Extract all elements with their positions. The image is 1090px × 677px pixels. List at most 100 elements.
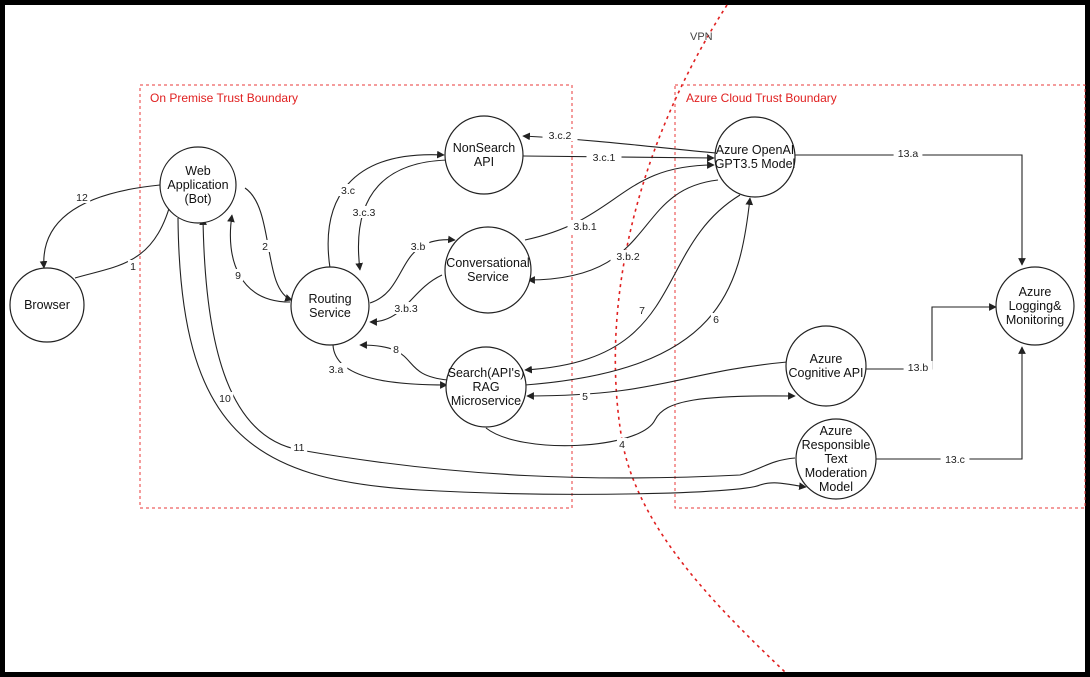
node-label-line: Web — [185, 164, 211, 178]
canvas-background — [5, 5, 1085, 672]
node-label-line: Service — [467, 270, 509, 284]
node-label-line: Routing — [308, 292, 351, 306]
edge-10 — [177, 217, 807, 495]
edge-label-background — [610, 250, 646, 262]
node-circle — [290, 266, 370, 346]
edge-11 — [199, 217, 796, 479]
edge-13c — [876, 346, 1026, 460]
edge-label-6: 6 — [710, 313, 722, 326]
node-label-line: GPT3.5 Model — [715, 157, 796, 171]
node-circle — [445, 346, 527, 428]
edge-label-3c1: 3.c.1 — [586, 151, 622, 164]
node-label-line: Azure — [1019, 285, 1052, 299]
edge-label-background — [346, 206, 382, 218]
edge-label-background — [586, 151, 622, 163]
edge-label-text: 13.b — [908, 362, 929, 374]
vpn-boundary-line — [614, 4, 786, 673]
edge-13a — [795, 154, 1026, 266]
edge-3c3 — [355, 159, 448, 271]
edge-1 — [74, 197, 175, 279]
edge-label-3c3: 3.c.3 — [346, 206, 382, 219]
vpn-label: VPN — [690, 31, 713, 43]
node-label-line: (Bot) — [184, 192, 211, 206]
on-premise-boundary — [139, 84, 573, 509]
edge-label-background — [216, 392, 234, 404]
edge-label-7: 7 — [636, 304, 648, 317]
node-circle — [444, 115, 524, 195]
node-label-line: Search(API's) — [448, 366, 525, 380]
azure-cloud-boundary — [674, 84, 1086, 509]
edge-label-4: 4 — [616, 438, 628, 451]
edge-label-text: 3.b — [411, 241, 426, 253]
nodes: BrowserWebApplication(Bot)RoutingService… — [9, 115, 1075, 500]
edge-label-text: 13.a — [898, 148, 919, 160]
edge-label-text: 10 — [219, 393, 231, 405]
edge-3b — [369, 235, 456, 304]
node-label-line: Model — [819, 480, 853, 494]
edge-label-background — [127, 260, 139, 272]
edge-labels: 123.a3.b3.b.13.b.23.b.33.c3.c.13.c.23.c.… — [73, 129, 970, 466]
edge-label-background — [542, 129, 578, 141]
edge-label-3a: 3.a — [324, 363, 348, 376]
node-label-line: Responsible — [802, 438, 871, 452]
edge-label-text: 4 — [619, 439, 625, 451]
edge-8 — [359, 341, 449, 381]
edge-label-background — [636, 304, 648, 316]
edge-label-background — [406, 240, 430, 252]
edge-label-3c2: 3.c.2 — [542, 129, 578, 142]
node-label-line: Microservice — [451, 394, 521, 408]
node-circle — [795, 418, 877, 500]
edge-label-text: 11 — [294, 442, 305, 454]
edge-label-3b2: 3.b.2 — [610, 250, 646, 263]
edge-label-3b1: 3.b.1 — [567, 220, 603, 233]
edge-label-background — [232, 269, 244, 281]
edge-label-background — [710, 313, 722, 325]
edge-label-background — [336, 184, 360, 196]
edge-label-text: 2 — [262, 241, 268, 253]
node-circle — [444, 226, 532, 314]
edge-label-background — [290, 441, 308, 453]
edge-label-background — [259, 240, 271, 252]
edge-label-text: 3.c.2 — [549, 130, 572, 142]
node-circle — [9, 267, 85, 343]
edge-label-background — [567, 220, 603, 232]
edge-label-5: 5 — [579, 390, 591, 403]
edge-5 — [526, 361, 788, 400]
edge-label-background — [903, 361, 933, 373]
edge-label-text: 3.c.3 — [353, 207, 376, 219]
node-label-line: Azure — [820, 424, 853, 438]
edge-label-background — [73, 191, 91, 203]
edge-label-3b: 3.b — [406, 240, 430, 253]
edge-3b2 — [527, 179, 719, 284]
edge-label-text: 3.b.1 — [573, 221, 597, 233]
node-label-line: Text — [825, 452, 848, 466]
edge-label-text: 8 — [393, 344, 399, 356]
node-label-line: Moderation — [805, 466, 868, 480]
edge-label-1: 1 — [127, 260, 139, 273]
node-label-line: Application — [167, 178, 228, 192]
node-label-line: Azure OpenAI — [716, 143, 795, 157]
edge-label-background — [616, 438, 628, 450]
edge-label-9: 9 — [232, 269, 244, 282]
node-circle — [995, 266, 1075, 346]
node-label-line: Azure — [810, 352, 843, 366]
edge-label-text: 9 — [235, 270, 241, 282]
node-circle — [785, 325, 867, 407]
node-circle — [714, 116, 796, 198]
edge-label-11: 11 — [290, 441, 308, 454]
edge-3b1 — [524, 161, 715, 241]
edge-4 — [485, 392, 796, 447]
edge-7 — [524, 194, 741, 374]
node-label-line: Monitoring — [1006, 313, 1064, 327]
edge-label-text: 12 — [76, 192, 88, 204]
edge-label-2: 2 — [259, 240, 271, 253]
edge-label-text: 3.c — [341, 185, 355, 197]
